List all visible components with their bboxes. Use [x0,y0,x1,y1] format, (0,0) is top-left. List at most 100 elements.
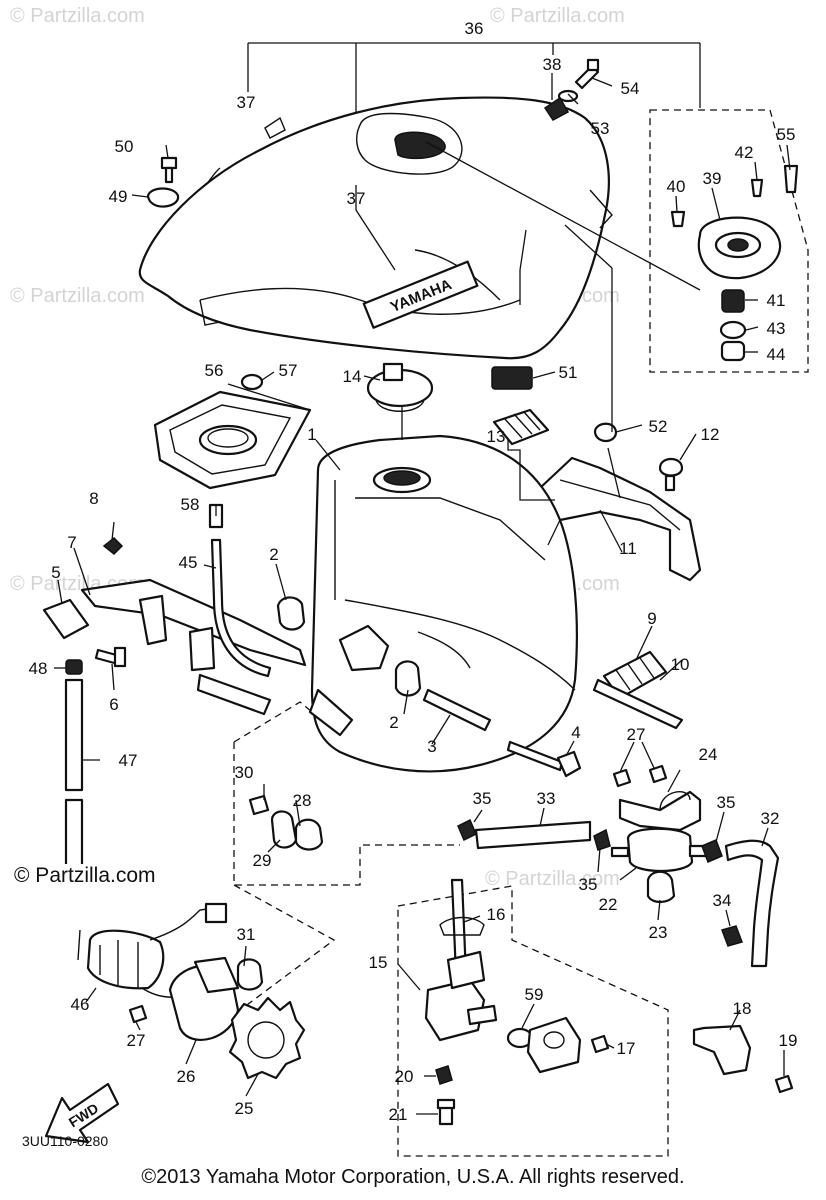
screw-21 [436,1098,456,1126]
screw-55 [783,164,799,194]
callout-41: 41 [767,291,786,310]
damper-51 [491,366,533,390]
bolt-50 [160,156,178,184]
clamp-35-left [457,818,477,842]
screw-40 [670,210,686,228]
damper-29 [270,810,298,849]
callout-1: 1 [307,425,316,444]
callout-54: 54 [621,79,640,98]
callout-40: 40 [667,177,686,196]
damper-25 [228,996,306,1080]
callout-23: 23 [649,923,668,942]
callout-24: 24 [699,745,718,764]
rod-10 [592,678,684,730]
copyright-notice: ©2013 Yamaha Motor Corporation, U.S.A. A… [141,1166,685,1188]
callout-12: 12 [701,425,720,444]
clamp-35-mid [593,828,611,851]
callout-51: 51 [559,363,578,382]
callout-55: 55 [777,125,796,144]
watermark-text: © Partzilla.com [10,5,145,27]
screw-27-right [612,764,668,788]
grommet-49 [146,187,180,208]
callout-53: 53 [591,119,610,138]
callout-22: 22 [599,895,618,914]
callout-37: 37 [237,93,256,112]
fuel-cap-14 [366,362,434,412]
collar-44 [720,340,746,362]
callout-28: 28 [293,791,312,810]
hose-33 [474,820,592,850]
callout-50: 50 [115,137,134,156]
bolt-4 [506,740,582,778]
damper-28 [294,818,324,851]
callout-57: 57 [279,361,298,380]
hose-47 [64,678,84,882]
clamp-48 [65,659,83,675]
callout-27: 27 [127,1031,146,1050]
bolt-30 [248,794,270,816]
screw-42 [750,178,764,198]
fuel-filter-22 [610,827,708,872]
screw-19 [774,1074,794,1094]
callout-2: 2 [389,713,398,732]
callout-10: 10 [671,655,690,674]
callout-21: 21 [389,1105,408,1124]
clamp-34 [721,925,743,947]
callout-59: 59 [525,985,544,1004]
callout-39: 39 [703,169,722,188]
bracket-24 [618,790,702,832]
callout-34: 34 [713,891,732,910]
callout-15: 15 [369,953,388,972]
callout-6: 6 [109,695,118,714]
hose-45 [210,538,272,678]
callout-29: 29 [253,851,272,870]
leader-lines [54,73,791,1115]
callout-26: 26 [177,1067,196,1086]
callout-35: 35 [579,875,598,894]
callout-18: 18 [733,999,752,1018]
callout-2: 2 [269,545,278,564]
callout-16: 16 [487,905,506,924]
grommet-2-upper [276,596,306,631]
clip-5 [42,598,90,640]
fuel-pump-group-line [199,701,460,1041]
callout-33: 33 [537,789,556,808]
hose-32 [724,839,780,968]
washer-20 [435,1065,453,1085]
bolt-6 [94,646,127,668]
lever-plate [526,1016,582,1074]
tank-cover: YAMAHA [138,96,613,360]
callout-9: 9 [647,609,656,628]
callout-4: 4 [571,723,580,742]
callout-35: 35 [473,789,492,808]
clamp-35-right [701,839,723,863]
watermark-text: © Partzilla.com [485,868,620,890]
callout-37: 37 [347,189,366,208]
band-26 [168,956,240,1041]
watermark-text: © Partzilla.com [490,5,625,27]
bracket-7 [80,578,307,716]
callout-30: 30 [235,763,254,782]
nut-8 [102,536,124,556]
screw-27-left [128,1004,148,1024]
screw-17 [590,1034,610,1054]
fuel-cock-15 [424,878,498,1042]
tank-fitting [338,624,390,672]
callout-45: 45 [179,553,198,572]
callout-36: 36 [465,19,484,38]
holder-23 [646,870,676,904]
damper-13 [492,408,550,446]
bolt-12 [658,457,684,492]
callout-31: 31 [237,925,256,944]
callout-58: 58 [181,495,200,514]
diagram-code: 3UU110-0280 [22,1133,108,1149]
callout-48: 48 [29,659,48,678]
damper-41 [721,289,745,313]
callout-5: 5 [51,563,60,582]
callout-43: 43 [767,319,786,338]
callout-3: 3 [427,737,436,756]
callout-44: 44 [767,345,786,364]
fuel-pump-46 [77,902,228,998]
collar-43 [719,320,747,340]
